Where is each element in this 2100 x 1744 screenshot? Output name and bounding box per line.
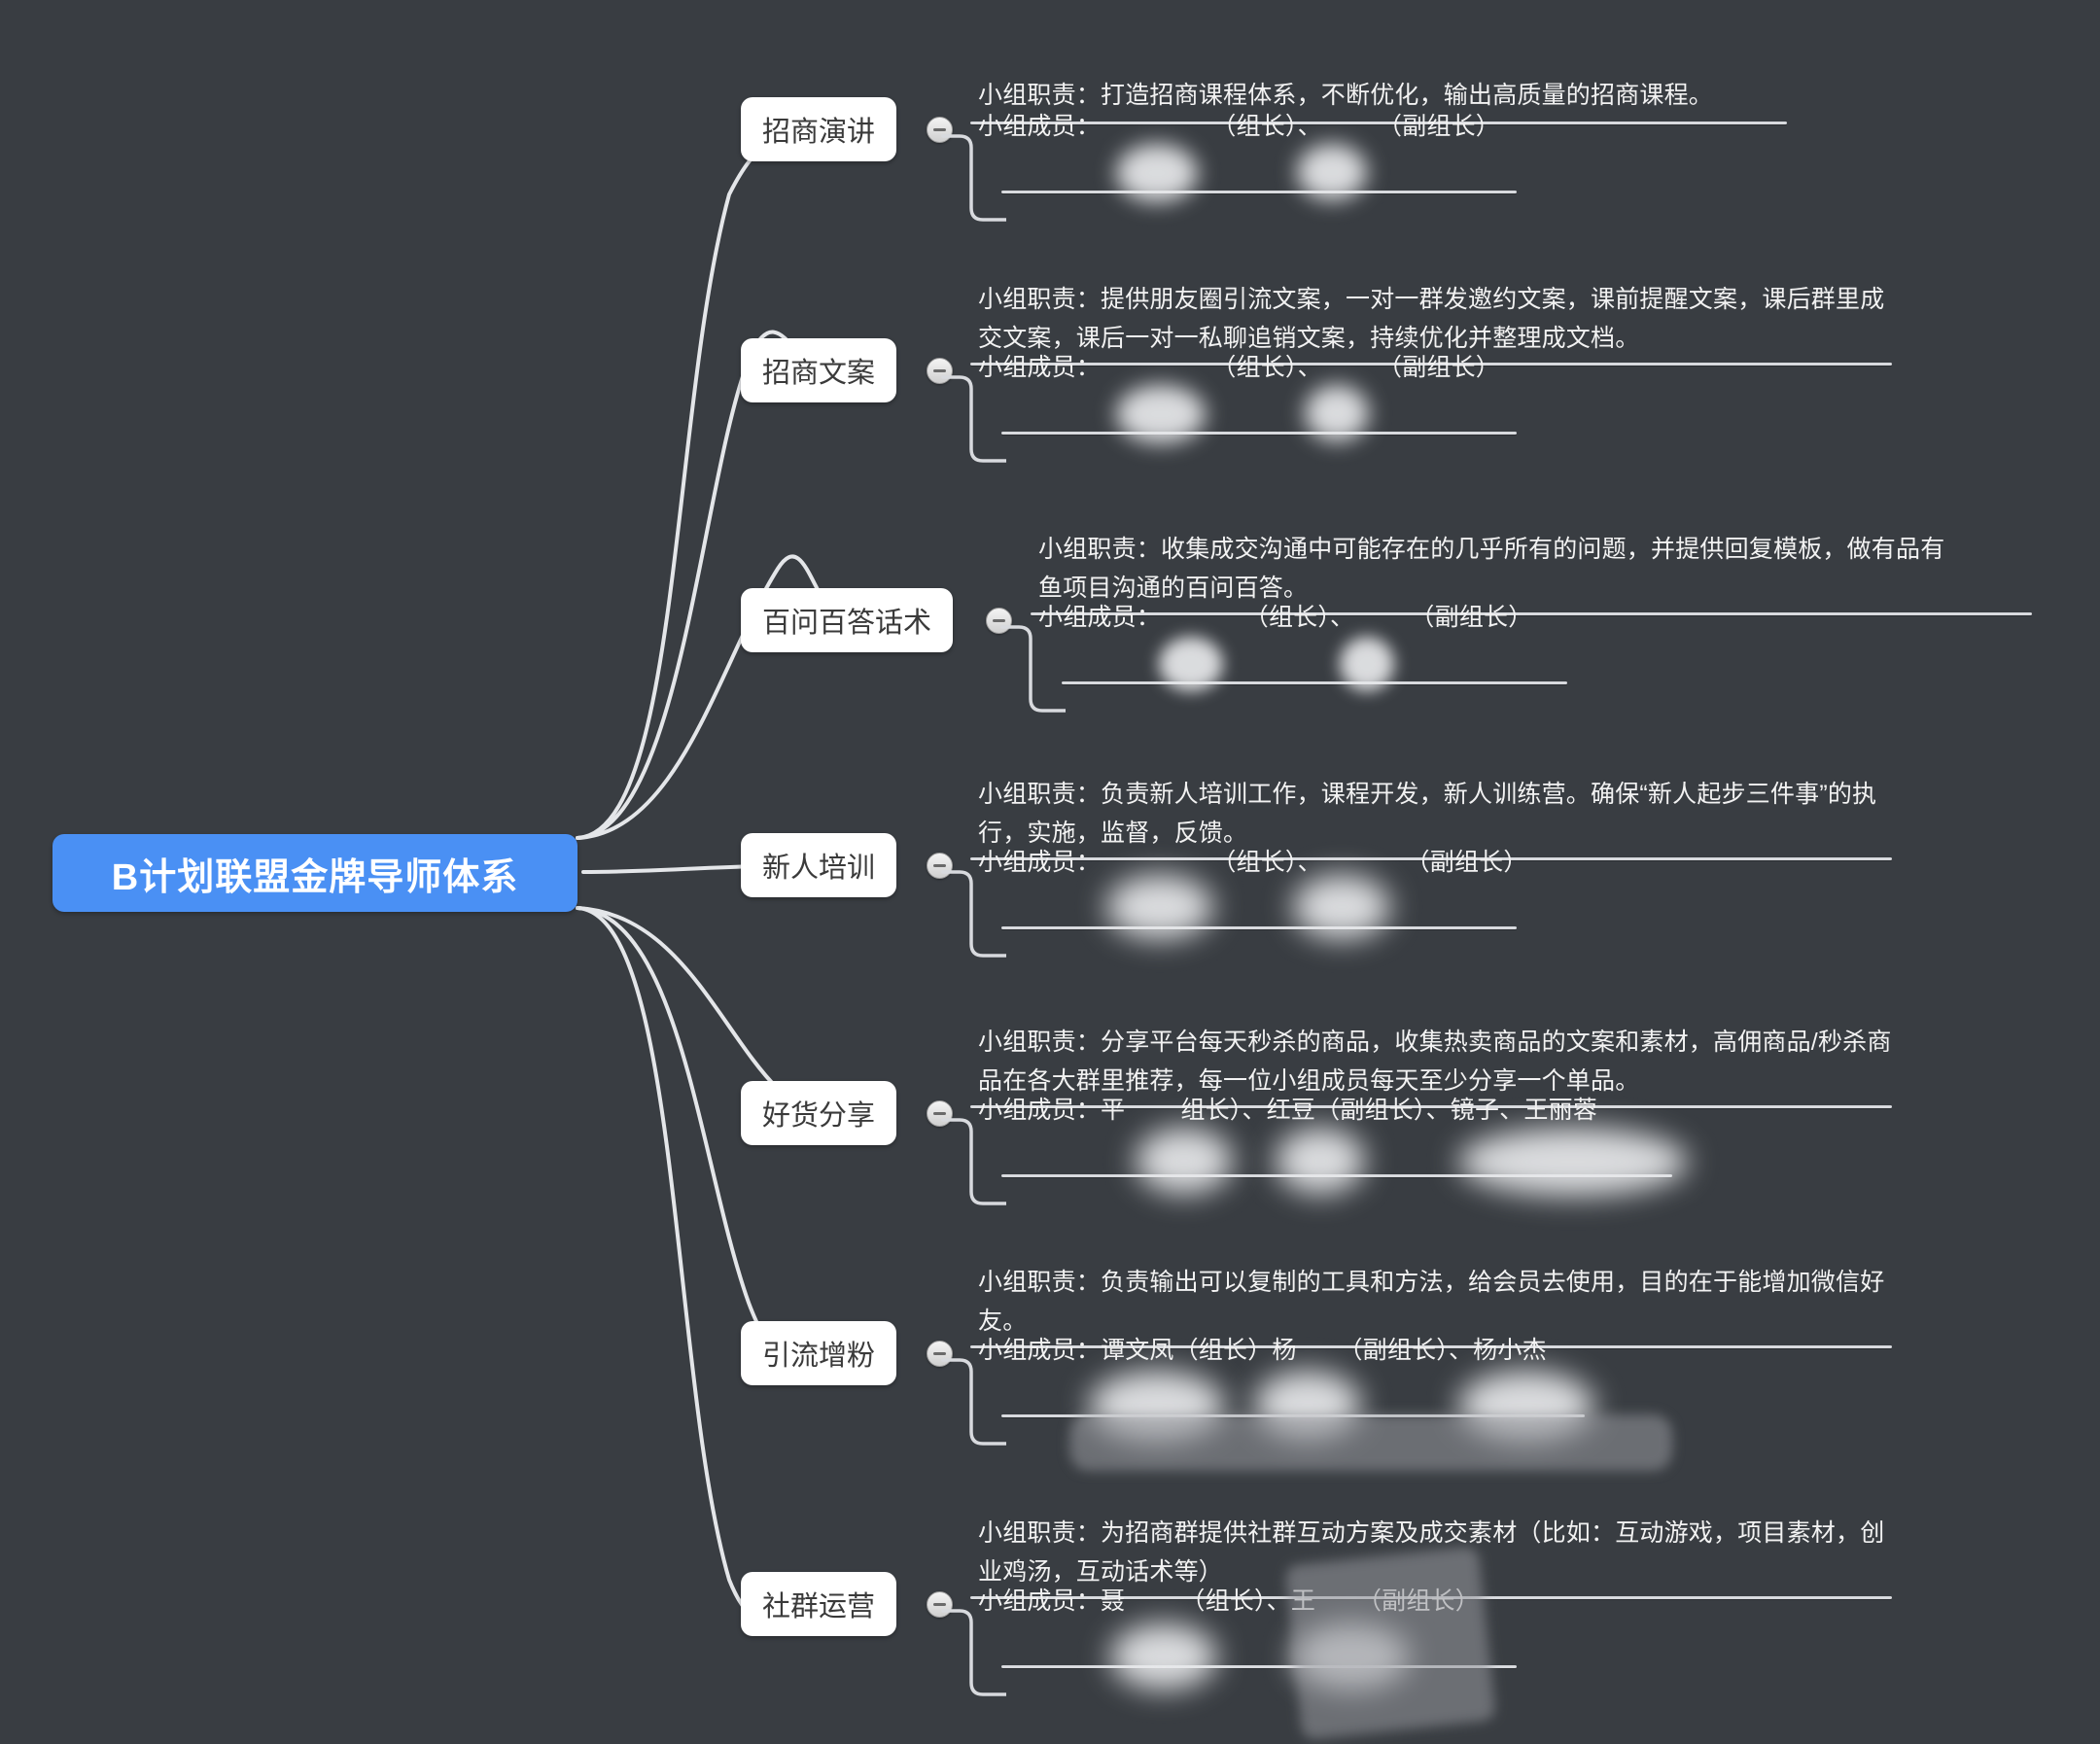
branch-node-1-label: 招商演讲	[762, 117, 876, 148]
branch-3-duty: 小组职责：收集成交沟通中可能存在的几乎所有的问题，并提供回复模板，做有品有鱼项目…	[1032, 530, 1966, 610]
branch-2-members-rule	[1001, 432, 1517, 435]
branch-5-duty-rule	[970, 1105, 1892, 1108]
branch-6-members: 小组成员：谭文凤（组长）杨 （副组长）、杨小杰	[972, 1331, 1731, 1372]
branch-3-members-rule	[1062, 681, 1567, 684]
branch-4-duty-text: 小组职责：负责新人培训工作，课程开发，新人训练营。确保“新人起步三件事”的执行，…	[978, 781, 1877, 847]
branch-7-duty: 小组职责：为招商群提供社群互动方案及成交素材（比如：互动游戏，项目素材，创业鸡汤…	[972, 1514, 1906, 1593]
branch-node-4-label: 新人培训	[762, 853, 876, 884]
branch-5-duty-text: 小组职责：分享平台每天秒杀的商品，收集热卖商品的文案和素材，高佣商品/秒杀商品在…	[978, 1029, 1892, 1095]
branch-2-duty-text: 小组职责：提供朋友圈引流文案，一对一群发邀约文案，课前提醒文案，课后群里成交文案…	[978, 286, 1885, 352]
branch-node-1[interactable]: 招商演讲	[741, 97, 897, 161]
branch-node-6[interactable]: 引流增粉	[741, 1321, 897, 1385]
branch-6-duty: 小组职责：负责输出可以复制的工具和方法，给会员去使用，目的在于能增加微信好友。	[972, 1263, 1896, 1343]
redacted-name-4b	[1293, 875, 1390, 939]
collapse-toggle-5[interactable]	[927, 1100, 953, 1127]
branch-6-duty-rule	[970, 1345, 1892, 1348]
redaction-smudge-6	[1069, 1414, 1672, 1471]
branch-6-members-rule	[1001, 1414, 1585, 1417]
branch-4-members-rule	[1001, 926, 1517, 929]
minus-circle-icon	[933, 1112, 946, 1115]
redacted-name-6b	[1254, 1371, 1361, 1439]
collapse-toggle-2[interactable]	[927, 358, 953, 384]
branch-4-duty-rule	[970, 857, 1892, 860]
redacted-name-5c	[1458, 1128, 1688, 1196]
branch-7-duty-text: 小组职责：为招商群提供社群互动方案及成交素材（比如：互动游戏，项目素材，创业鸡汤…	[978, 1519, 1885, 1586]
branch-node-6-label: 引流增粉	[762, 1341, 876, 1372]
branch-4-members: 小组成员： （组长）、 （副组长）	[972, 843, 1653, 884]
minus-circle-icon	[933, 864, 946, 867]
root-node-label: B计划联盟金牌导师体系	[111, 856, 519, 898]
branch-5-members: 小组成员：平 组长）、红豆（副组长）、镜子、王丽蓉	[972, 1091, 1769, 1132]
branch-node-2[interactable]: 招商文案	[741, 338, 897, 402]
branch-1-duty-text: 小组职责：打造招商课程体系，不断优化，输出高质量的招商课程。	[978, 82, 1714, 109]
redacted-name-7a	[1110, 1623, 1217, 1690]
edge-to-branch-1	[576, 127, 824, 840]
branch-1-duty-rule	[970, 122, 1787, 124]
collapse-toggle-7[interactable]	[927, 1591, 953, 1618]
root-node[interactable]: B计划联盟金牌导师体系	[52, 834, 578, 912]
branch-6-members-text: 小组成员：谭文凤（组长）杨 （副组长）、杨小杰	[978, 1337, 1547, 1364]
branch-5-duty: 小组职责：分享平台每天秒杀的商品，收集热卖商品的文案和素材，高佣商品/秒杀商品在…	[972, 1023, 1906, 1102]
redacted-name-2a	[1116, 385, 1206, 443]
branch-7-members-text: 小组成员：聂 （组长）、王 （副组长）	[978, 1587, 1480, 1615]
collapse-toggle-6[interactable]	[927, 1341, 953, 1367]
branch-node-4[interactable]: 新人培训	[741, 833, 897, 897]
minus-circle-icon	[933, 369, 946, 372]
redacted-name-4a	[1106, 875, 1213, 939]
edge-to-branch-2	[576, 330, 824, 840]
minus-circle-icon	[933, 1352, 946, 1355]
branch-3-duty-rule	[1031, 612, 2032, 615]
branch-2-members-text: 小组成员： （组长）、 （副组长）	[978, 354, 1501, 381]
minus-circle-icon	[993, 619, 1005, 622]
branch-node-5-label: 好货分享	[762, 1100, 876, 1132]
branch-1-duty: 小组职责：打造招商课程体系，不断优化，输出高质量的招商课程。	[972, 76, 1808, 117]
branch-2-duty: 小组职责：提供朋友圈引流文案，一对一群发邀约文案，课前提醒文案，课后群里成交文案…	[972, 280, 1896, 360]
branch-5-members-text: 小组成员：平 组长）、红豆（副组长）、镜子、王丽蓉	[978, 1097, 1597, 1124]
branch-5-members-rule	[1001, 1174, 1672, 1177]
branch-node-2-label: 招商文案	[762, 358, 876, 389]
branch-4-duty: 小组职责：负责新人培训工作，课程开发，新人训练营。确保“新人起步三件事”的执行，…	[972, 775, 1896, 855]
redacted-name-7b	[1293, 1623, 1410, 1690]
branch-4-members-text: 小组成员： （组长）、 （副组长）	[978, 849, 1528, 876]
branch-2-duty-rule	[970, 363, 1892, 366]
branch-3-duty-text: 小组职责：收集成交沟通中可能存在的几乎所有的问题，并提供回复模板，做有品有鱼项目…	[1038, 536, 1945, 602]
collapse-toggle-3[interactable]	[986, 608, 1012, 634]
collapse-toggle-1[interactable]	[927, 117, 953, 143]
branch-node-3[interactable]: 百问百答话术	[741, 588, 954, 652]
branch-7-members: 小组成员：聂 （组长）、王 （副组长）	[972, 1582, 1653, 1622]
branch-7-members-rule	[1001, 1665, 1517, 1668]
branch-node-3-label: 百问百答话术	[762, 608, 932, 639]
redacted-name-5a	[1136, 1128, 1233, 1194]
branch-node-7-label: 社群运营	[762, 1591, 876, 1622]
branch-1-members-text: 小组成员： （组长）、 （副组长）	[978, 113, 1501, 140]
minus-circle-icon	[933, 128, 946, 131]
branch-2-members: 小组成员： （组长）、 （副组长）	[972, 348, 1633, 389]
branch-1-members-rule	[1001, 191, 1517, 193]
minus-circle-icon	[933, 1603, 946, 1606]
branch-1-members: 小组成员： （组长）、 （副组长）	[972, 107, 1633, 148]
branch-3-members: 小组成员： （组长）、 （副组长）	[1032, 598, 1694, 639]
collapse-toggle-4[interactable]	[927, 853, 953, 879]
branch-6-duty-text: 小组职责：负责输出可以复制的工具和方法，给会员去使用，目的在于能增加微信好友。	[978, 1269, 1885, 1335]
redacted-name-1a	[1116, 144, 1198, 202]
redacted-name-6c	[1458, 1371, 1594, 1441]
branch-3-members-text: 小组成员： （组长）、 （副组长）	[1038, 604, 1533, 631]
branch-node-5[interactable]: 好货分享	[741, 1081, 897, 1145]
redacted-name-5b	[1276, 1128, 1365, 1194]
edge-to-branch-7	[576, 906, 824, 1622]
redacted-name-6a	[1089, 1371, 1225, 1441]
branch-node-7[interactable]: 社群运营	[741, 1572, 897, 1636]
